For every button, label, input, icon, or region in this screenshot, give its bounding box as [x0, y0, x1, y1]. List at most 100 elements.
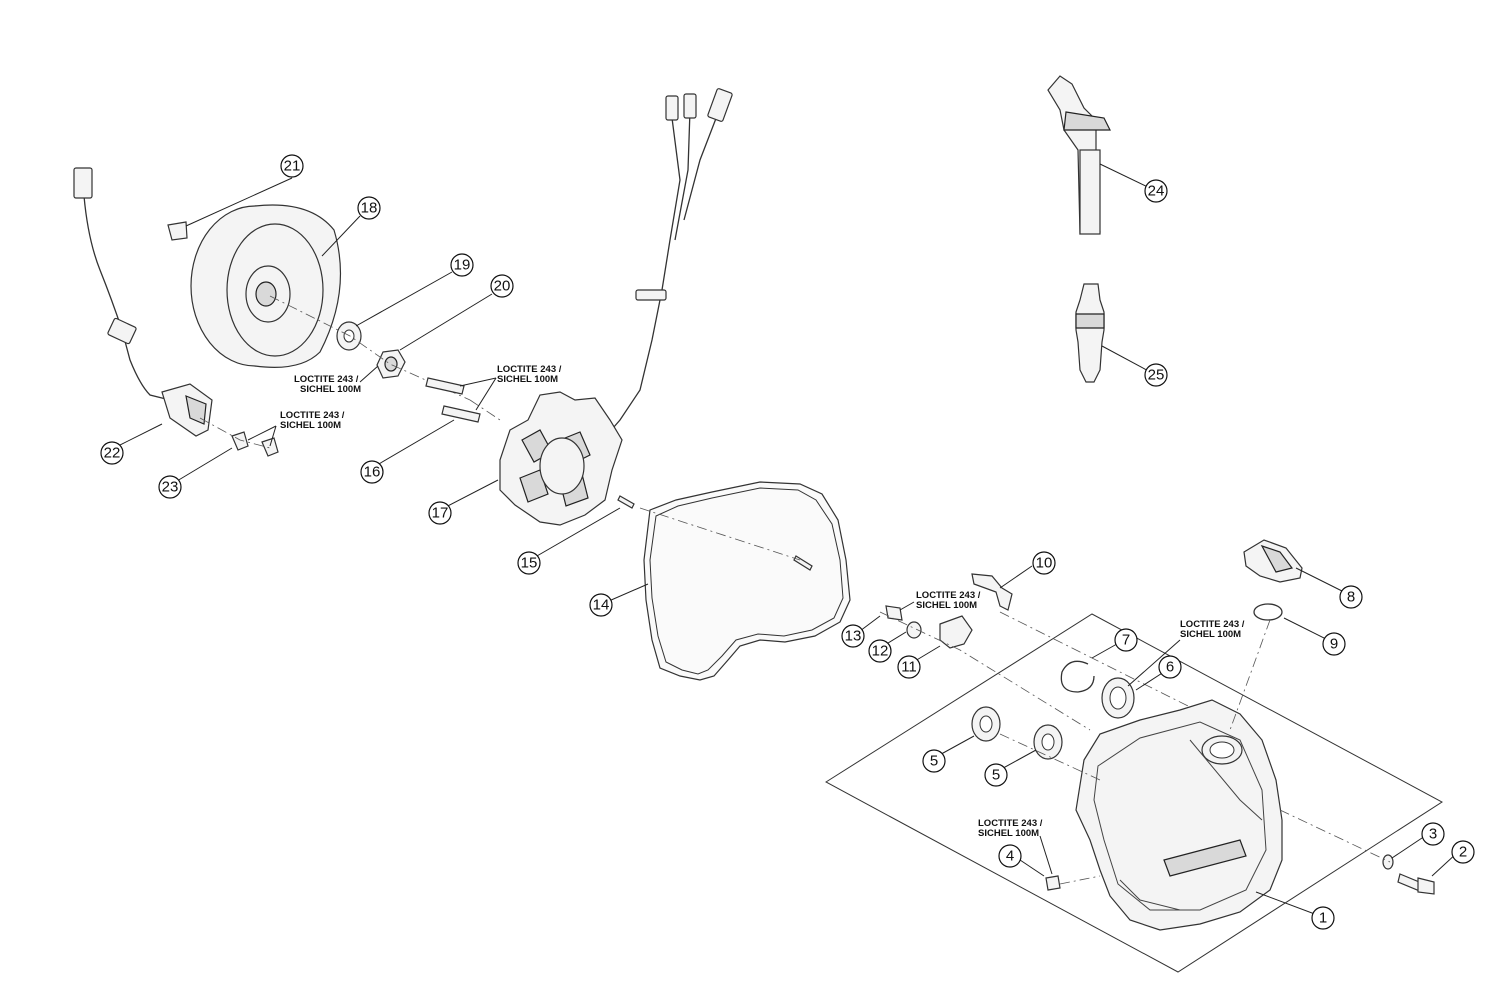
rotor-nut: [376, 349, 406, 379]
callout-19: 19: [450, 253, 474, 277]
callout-label: 20: [494, 278, 511, 295]
callout-label: 18: [361, 200, 378, 217]
callout-14: 14: [589, 593, 613, 617]
loctite-note-stator-bolts: LOCTITE 243 / SICHEL 100M: [497, 364, 562, 385]
callout-label: 15: [521, 555, 538, 572]
callout-9: 9: [1322, 632, 1346, 656]
spark-plug-cap: [1047, 75, 1111, 235]
callout-label: 24: [1148, 183, 1165, 200]
loctite-note-line2: SICHEL 100M: [978, 828, 1039, 839]
callout-21: 21: [280, 154, 304, 178]
dowel-bush: [1045, 875, 1061, 891]
callout-16: 16: [360, 460, 384, 484]
pickup-sensor: [161, 383, 213, 437]
loctite-note-line2: SICHEL 100M: [300, 384, 361, 395]
loctite-note-line2: SICHEL 100M: [280, 420, 341, 431]
loctite-note-line2: SICHEL 100M: [1180, 629, 1241, 640]
callout-label: 6: [1166, 659, 1174, 676]
circlip: [1060, 660, 1095, 693]
leader-lines: [113, 163, 1459, 917]
callout-7: 7: [1114, 628, 1138, 652]
woodruff-key: [167, 221, 188, 241]
callout-5b: 5: [984, 763, 1008, 787]
loctite-note-line1: LOCTITE 243 /: [497, 364, 562, 375]
callout-13: 13: [841, 624, 865, 648]
stator-bolts: [425, 377, 481, 423]
callout-11: 11: [897, 655, 921, 679]
loctite-note-shaft-seal: LOCTITE 243 / SICHEL 100M: [1180, 619, 1245, 640]
callout-24: 24: [1144, 179, 1168, 203]
callout-20: 20: [490, 274, 514, 298]
loctite-note-line2: SICHEL 100M: [497, 374, 558, 385]
shaft-seal-6: [1101, 677, 1135, 719]
callout-23: 23: [158, 475, 182, 499]
flywheel-rotor: [190, 204, 342, 368]
callout-8: 8: [1339, 585, 1363, 609]
loctite-note-line1: LOCTITE 243 /: [978, 818, 1043, 829]
callout-label: 4: [1006, 848, 1014, 865]
cover-assembly-frame: [825, 613, 1443, 973]
loctite-note-rotor-nut: LOCTITE 243 / SICHEL 100M: [294, 374, 361, 395]
callout-label: 17: [432, 505, 449, 522]
loctite-note-line2: SICHEL 100M: [916, 600, 977, 611]
ignition-cover: [1075, 699, 1283, 931]
callout-5a: 5: [922, 749, 946, 773]
callout-label: 7: [1122, 632, 1130, 649]
callout-15: 15: [517, 551, 541, 575]
loctite-note-line1: LOCTITE 243 /: [1180, 619, 1245, 630]
spark-plug: [1075, 283, 1105, 383]
callout-17: 17: [428, 501, 452, 525]
cable-clamp: [971, 573, 1013, 611]
callout-25: 25: [1144, 363, 1168, 387]
rotor-washer: [336, 321, 362, 351]
loctite-note-line1: LOCTITE 243 /: [280, 410, 345, 421]
cover-gasket: [643, 481, 851, 681]
callout-12: 12: [868, 639, 892, 663]
stator-wires: [605, 88, 733, 437]
callout-label: 11: [901, 659, 917, 676]
callout-label: 21: [284, 158, 301, 175]
callout-label: 8: [1347, 589, 1355, 606]
pickup-wire: [73, 167, 171, 401]
callout-6: 6: [1158, 655, 1182, 679]
callout-label: 12: [872, 643, 889, 660]
oil-filler-cap: [1243, 539, 1303, 583]
callout-label: 13: [845, 628, 862, 645]
callout-22: 22: [100, 441, 124, 465]
retainer-bracket: [939, 615, 973, 649]
loctite-note-line1: LOCTITE 243 /: [294, 374, 359, 385]
bearing-5a: [971, 706, 1001, 742]
stator: [499, 391, 623, 526]
bracket-screw: [885, 605, 903, 621]
callout-3: 3: [1421, 822, 1445, 846]
dowel-pin: [617, 495, 635, 509]
callout-label: 3: [1429, 826, 1437, 843]
callout-label: 14: [593, 597, 610, 614]
loctite-note-line1: LOCTITE 243 /: [916, 590, 981, 601]
cover-washer: [1382, 854, 1394, 870]
callout-label: 16: [364, 464, 381, 481]
callout-label: 22: [104, 445, 121, 462]
bearing-5b: [1033, 724, 1063, 760]
pickup-bolts: [231, 431, 279, 457]
loctite-note-pickup-bolts: LOCTITE 243 / SICHEL 100M: [280, 410, 345, 431]
o-ring: [1253, 603, 1283, 621]
loctite-note-bracket-screw: LOCTITE 243 / SICHEL 100M: [916, 590, 981, 611]
bracket-washer: [906, 621, 922, 639]
callout-label: 5: [992, 767, 1000, 784]
callout-18: 18: [357, 196, 381, 220]
callout-2: 2: [1451, 840, 1475, 864]
callout-label: 2: [1459, 844, 1467, 861]
callout-label: 19: [454, 257, 471, 274]
loctite-note-dowel-bush: LOCTITE 243 / SICHEL 100M: [978, 818, 1043, 839]
callout-label: 23: [162, 479, 179, 496]
callout-label: 1: [1319, 910, 1327, 927]
callout-4: 4: [998, 844, 1022, 868]
callout-label: 10: [1036, 555, 1053, 572]
callout-label: 25: [1148, 367, 1165, 384]
callout-label: 5: [930, 753, 938, 770]
cover-bolt: [1397, 873, 1435, 895]
callout-label: 9: [1330, 636, 1338, 653]
